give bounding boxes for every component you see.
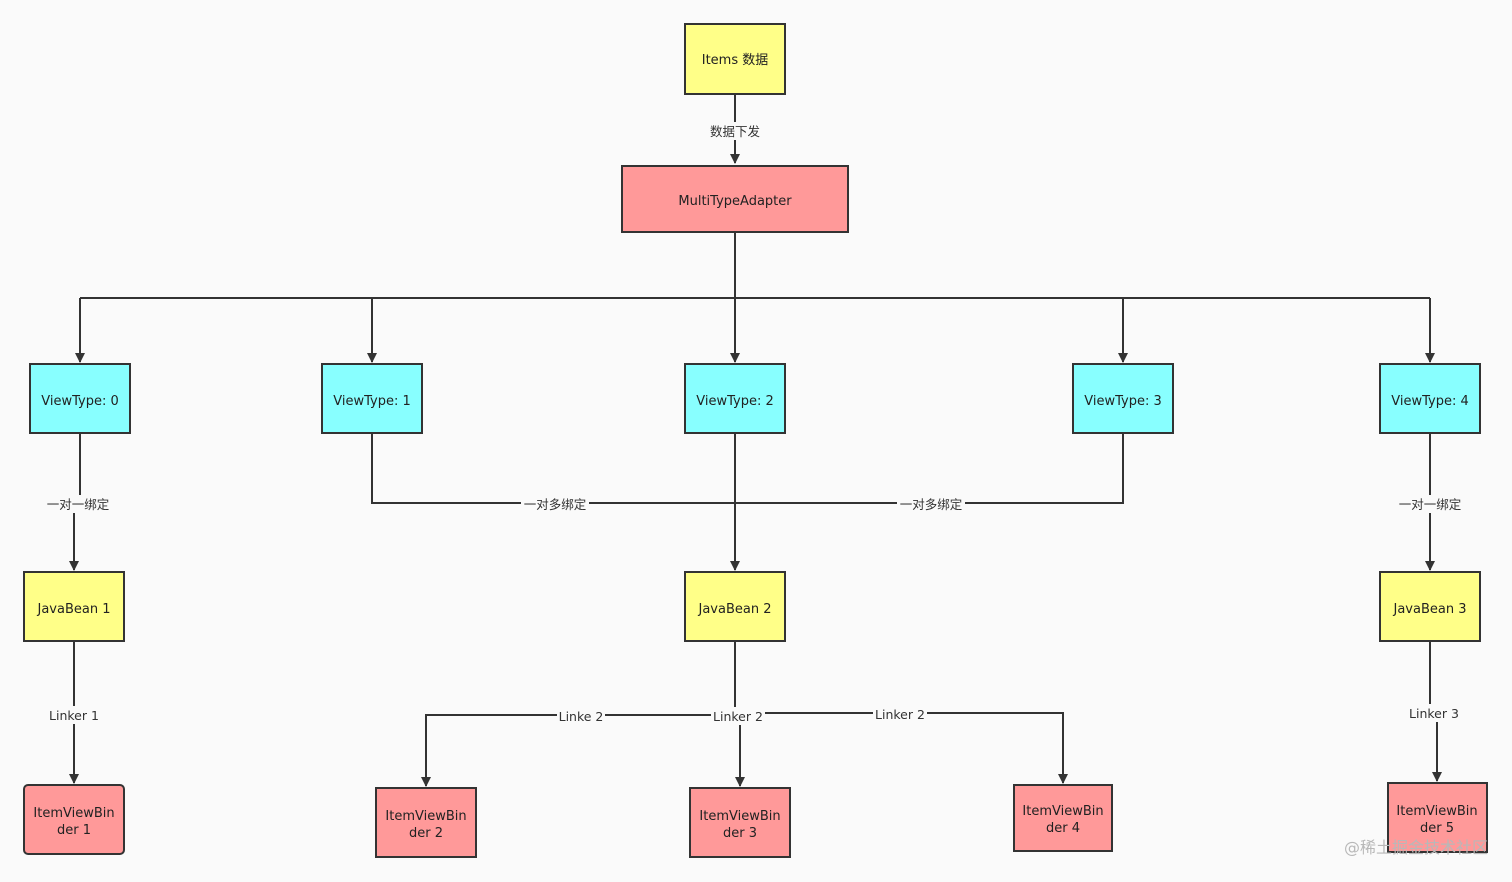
svg-text:ViewType: 1: ViewType: 1 — [333, 394, 411, 409]
svg-text:der 1: der 1 — [57, 823, 91, 838]
svg-text:MultiTypeAdapter: MultiTypeAdapter — [678, 194, 792, 209]
node-javabean-3[interactable]: JavaBean 3 — [1379, 571, 1481, 642]
edge-label-one-to-many-right: 一对多绑定 — [897, 495, 965, 513]
svg-text:一对一绑定: 一对一绑定 — [47, 497, 110, 512]
edge-label-one-to-one-left: 一对一绑定 — [44, 495, 112, 513]
watermark-text: @稀土掘金技术社区 — [1344, 838, 1488, 857]
svg-text:ItemViewBin: ItemViewBin — [699, 809, 780, 824]
node-itemviewbinder-3[interactable]: ItemViewBin der 3 — [689, 787, 791, 858]
svg-text:ViewType: 0: ViewType: 0 — [41, 394, 119, 409]
node-multitype-adapter[interactable]: MultiTypeAdapter — [621, 165, 849, 233]
node-itemviewbinder-1[interactable]: ItemViewBin der 1 — [23, 784, 125, 855]
svg-text:JavaBean 3: JavaBean 3 — [1393, 602, 1467, 617]
node-itemviewbinder-4[interactable]: ItemViewBin der 4 — [1013, 784, 1113, 852]
svg-text:ViewType: 2: ViewType: 2 — [696, 394, 774, 409]
svg-text:JavaBean 1: JavaBean 1 — [37, 602, 111, 617]
edge-label-linker-3: Linker 3 — [1407, 704, 1461, 722]
svg-text:ItemViewBin: ItemViewBin — [33, 806, 114, 821]
node-viewtype-3[interactable]: ViewType: 3 — [1072, 363, 1174, 434]
svg-text:数据下发: 数据下发 — [710, 124, 761, 139]
svg-text:Linker 2: Linker 2 — [713, 709, 763, 724]
edge-label-one-to-many-left: 一对多绑定 — [521, 495, 589, 513]
edge-label-linker-2-mid: Linker 2 — [711, 707, 765, 725]
edge-label-linker-2-right: Linker 2 — [873, 705, 927, 723]
edge-vt1-to-jb2 — [371, 433, 735, 504]
svg-text:一对多绑定: 一对多绑定 — [900, 497, 963, 512]
svg-text:一对多绑定: 一对多绑定 — [524, 497, 587, 512]
edge-adapter-bus — [80, 232, 1430, 299]
svg-text:ViewType: 3: ViewType: 3 — [1084, 394, 1162, 409]
node-javabean-1[interactable]: JavaBean 1 — [23, 571, 125, 642]
svg-text:ItemViewBin: ItemViewBin — [1022, 804, 1103, 819]
svg-text:Linker 2: Linker 2 — [875, 707, 925, 722]
node-javabean-2[interactable]: JavaBean 2 — [684, 571, 786, 642]
svg-text:ItemViewBin: ItemViewBin — [385, 809, 466, 824]
node-viewtype-1[interactable]: ViewType: 1 — [321, 363, 423, 434]
svg-text:der 2: der 2 — [409, 826, 443, 841]
node-itemviewbinder-5[interactable]: ItemViewBin der 5 — [1387, 782, 1488, 853]
edge-vt3-to-jb2 — [735, 433, 1124, 504]
svg-text:Items 数据: Items 数据 — [702, 53, 769, 68]
node-viewtype-0[interactable]: ViewType: 0 — [29, 363, 131, 434]
edge-label-linker-1: Linker 1 — [48, 706, 100, 724]
svg-text:Linker 3: Linker 3 — [1409, 706, 1459, 721]
edge-label-one-to-one-right: 一对一绑定 — [1396, 495, 1464, 513]
edge-label-data-down: 数据下发 — [706, 122, 764, 140]
svg-text:der 3: der 3 — [723, 826, 757, 841]
svg-text:der 5: der 5 — [1420, 821, 1454, 836]
node-viewtype-2[interactable]: ViewType: 2 — [684, 363, 786, 434]
node-items-data[interactable]: Items 数据 — [684, 23, 786, 95]
svg-text:Linke 2: Linke 2 — [559, 709, 604, 724]
edge-label-linke-2-left: Linke 2 — [557, 707, 605, 725]
svg-text:der 4: der 4 — [1046, 821, 1080, 836]
node-viewtype-4[interactable]: ViewType: 4 — [1379, 363, 1481, 434]
svg-text:JavaBean 2: JavaBean 2 — [698, 602, 772, 617]
svg-text:一对一绑定: 一对一绑定 — [1399, 497, 1462, 512]
node-itemviewbinder-2[interactable]: ItemViewBin der 2 — [375, 787, 477, 858]
svg-text:Linker 1: Linker 1 — [49, 708, 99, 723]
svg-text:ItemViewBin: ItemViewBin — [1396, 804, 1477, 819]
svg-text:ViewType: 4: ViewType: 4 — [1391, 394, 1469, 409]
